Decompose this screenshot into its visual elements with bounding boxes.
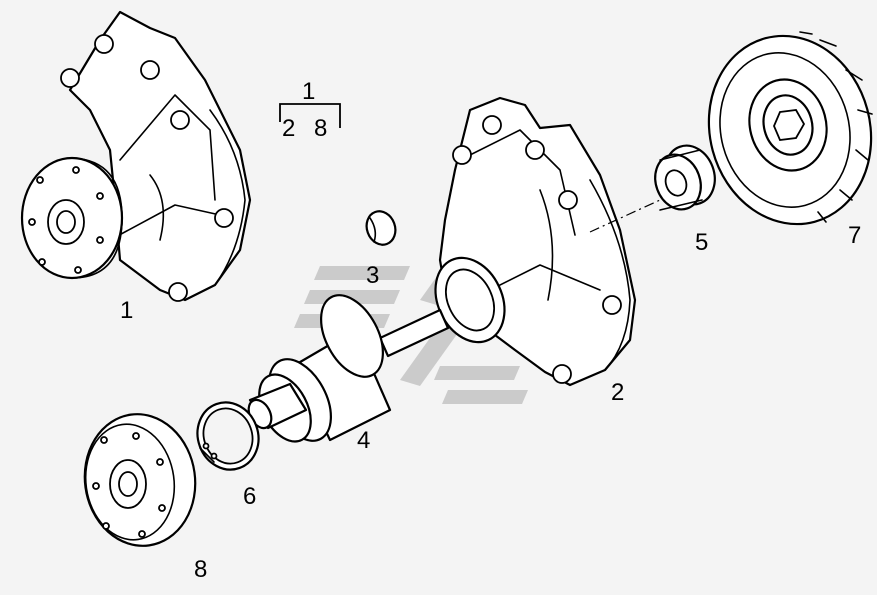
assembly-axis-line [589,199,661,233]
callout-8: 8 [194,556,207,583]
assembly-key-child-a: 2 [282,115,295,142]
part-5-seal [654,144,716,211]
callout-2: 2 [611,379,624,406]
callout-3: 3 [366,262,379,289]
part-8-pulley-hub [83,413,197,547]
part-7-impeller [707,31,873,226]
part-1-water-pump-assembly [20,10,252,302]
part-6-snap-ring [196,401,260,471]
part-4-shaft-bearing [247,294,450,443]
part-3-plug [365,210,397,246]
callout-5: 5 [695,229,708,256]
assembly-key-bracket [279,103,341,128]
part-2-pump-housing [434,96,637,387]
callout-1: 1 [120,297,133,324]
callout-4: 4 [357,427,370,454]
assembly-key-child-b: 8 [314,115,327,142]
assembly-key: 1 2 8 [279,78,341,142]
assembly-key-parent: 1 [302,78,315,105]
callout-6: 6 [243,483,256,510]
callout-7: 7 [848,222,861,249]
